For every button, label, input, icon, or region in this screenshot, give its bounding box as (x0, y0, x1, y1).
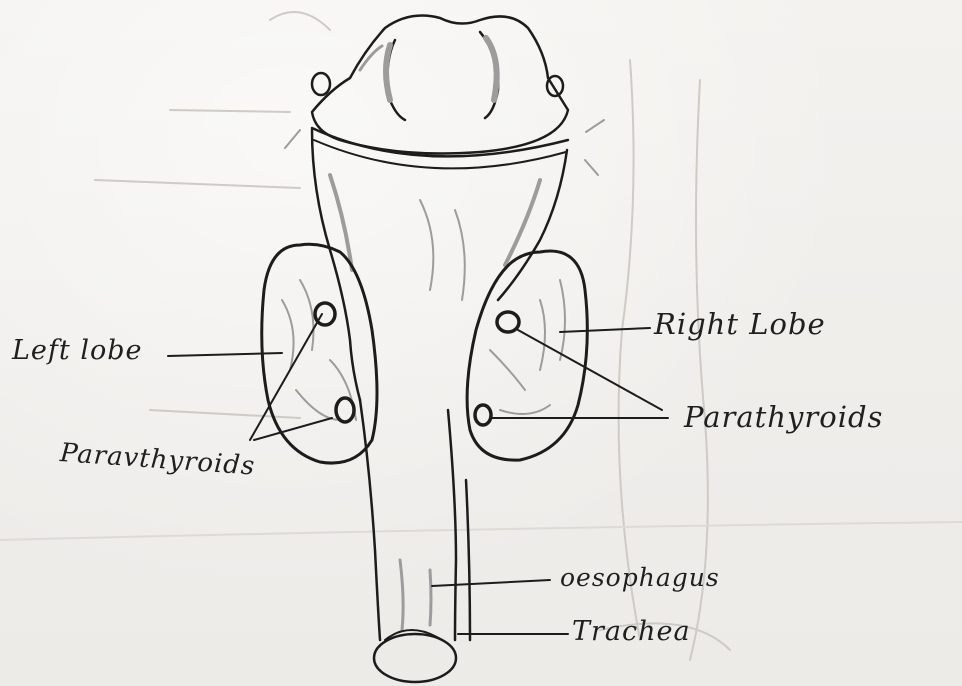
right-lobe-label: Right Lobe (654, 310, 826, 339)
oesophagus-label: oesophagus (560, 565, 720, 590)
right-thyroid-lobe (467, 251, 587, 460)
larynx (285, 120, 604, 400)
parathyroid-glands (315, 303, 519, 425)
trachea-tube (360, 400, 470, 682)
left-lobe-label: Left lobe (12, 337, 143, 364)
trachea-label: Trachea (572, 618, 691, 645)
epiglottis (312, 16, 568, 169)
paper-fold-line (0, 522, 962, 540)
parathyroids-right-label: Parathyroids (684, 403, 883, 432)
